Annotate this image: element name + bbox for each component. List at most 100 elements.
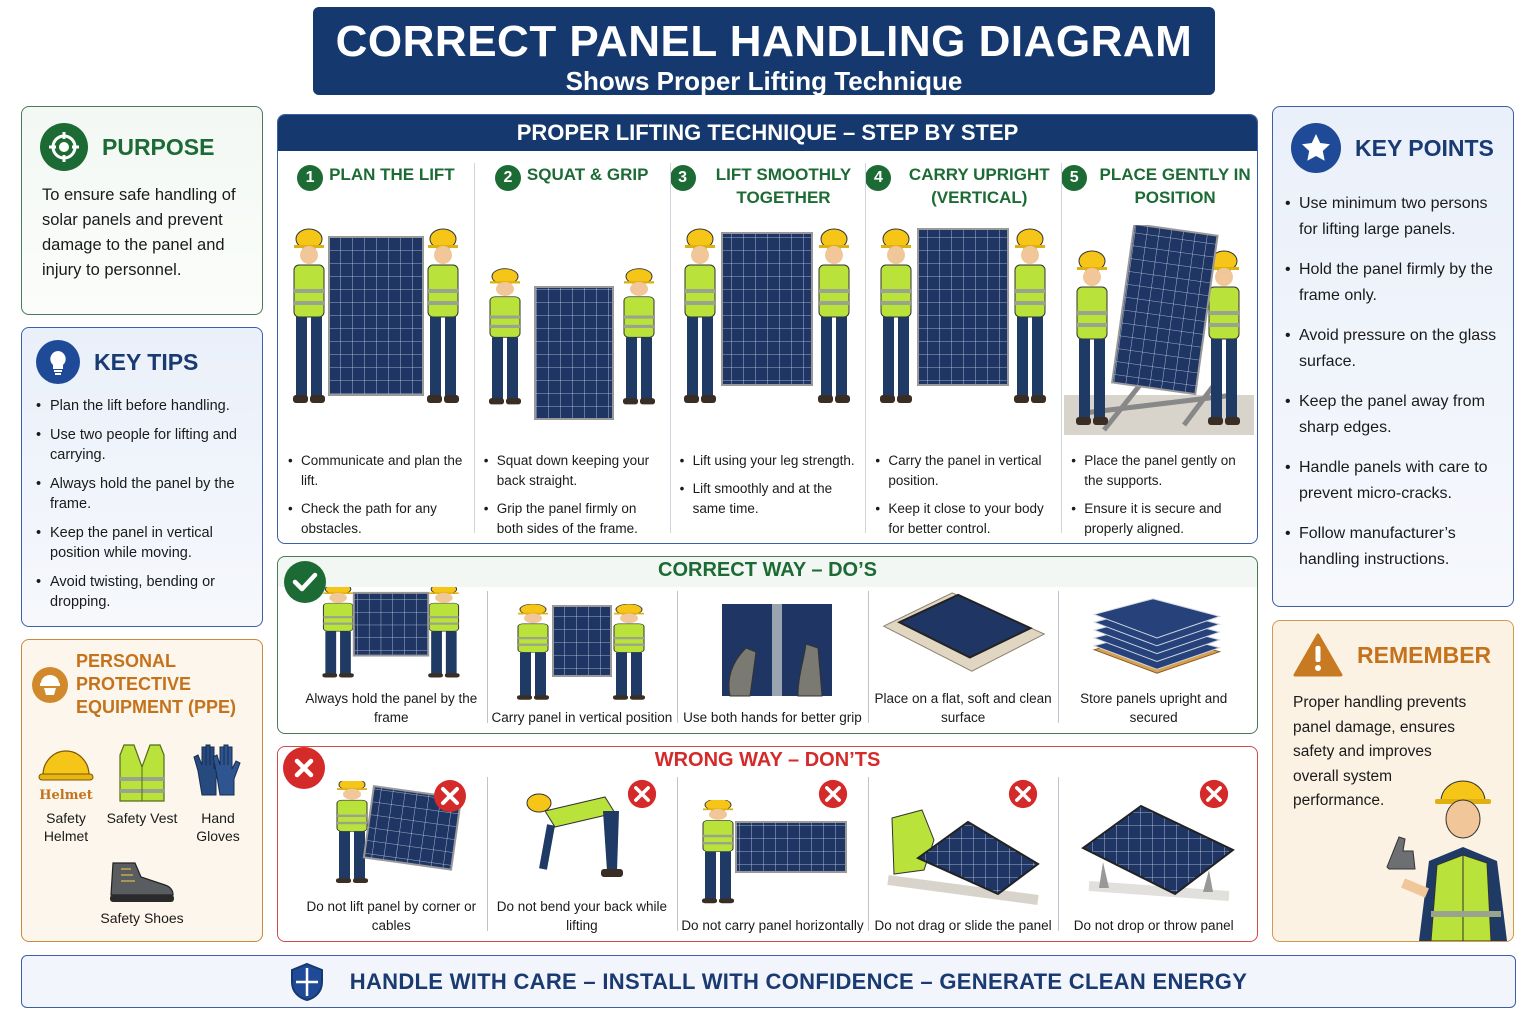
ppe-card: PERSONAL PROTECTIVE EQUIPMENT (PPE) Helm… (21, 639, 263, 942)
carry-vertical-illustration (516, 604, 646, 701)
step-title: LIFT SMOOTHLY TOGETHER (715, 165, 852, 207)
do-caption: Place on a flat, soft and clean surface (874, 691, 1052, 725)
warning-icon (1293, 633, 1343, 677)
ppe-label: Safety Vest (106, 810, 178, 826)
list-item: Grip the panel firmly on both sides of t… (484, 499, 662, 539)
key-points-card: KEY POINTS Use minimum two persons for l… (1272, 106, 1514, 607)
lightbulb-icon (36, 340, 80, 384)
donts-title: WRONG WAY – DON’TS (654, 749, 881, 771)
footer-banner: HANDLE WITH CARE – INSTALL WITH CONFIDEN… (21, 955, 1516, 1008)
ppe-item-vest: Safety Vest (106, 741, 178, 845)
flat-surface-illustration (882, 592, 1046, 672)
list-item: Check the path for any obstacles. (288, 499, 466, 539)
x-icon (433, 780, 466, 812)
key-tips-card: KEY TIPS Plan the lift before handling. … (21, 327, 263, 627)
x-icon (628, 779, 657, 809)
do-tile: Place on a flat, soft and clean surface (867, 587, 1059, 727)
ppe-item-shoes: Safety Shoes (97, 859, 187, 927)
list-item: Carry the panel in vertical position. (875, 451, 1053, 491)
shoe-icon (110, 862, 174, 902)
svg-text:Helmet: Helmet (39, 788, 93, 803)
list-item: Always hold the panel by the frame. (36, 474, 254, 514)
list-item: Avoid pressure on the glass surface. (1285, 323, 1505, 375)
list-item: Lift smoothly and at the same time. (680, 479, 858, 519)
purpose-title: PURPOSE (102, 133, 215, 160)
carry-upright-illustration (865, 219, 1061, 435)
stacked-panels-illustration (1092, 598, 1221, 674)
list-item: Use two people for lifting and carrying. (36, 425, 254, 465)
list-item: Handle panels with care to prevent micro… (1285, 455, 1505, 507)
step-by-step-panel: PROPER LIFTING TECHNIQUE – STEP BY STEP … (277, 114, 1258, 544)
ppe-item-gloves: Hand Gloves (182, 741, 254, 845)
do-tile: Use both hands for better grip (677, 587, 868, 727)
do-tile: Carry panel in vertical position (486, 587, 678, 727)
do-caption: Carry panel in vertical position (491, 710, 673, 725)
key-tips-list: Plan the lift before handling. Use two p… (36, 396, 254, 612)
purpose-text: To ensure safe handling of solar panels … (42, 186, 236, 279)
dont-caption: Do not drop or throw panel (1073, 918, 1234, 933)
checkmark-icon (284, 561, 326, 603)
page-title: CORRECT PANEL HANDLING DIAGRAM (335, 17, 1193, 66)
step-number: 5 (1061, 165, 1088, 191)
x-icon (1199, 779, 1229, 809)
do-tile: Always hold the panel by the frame (296, 587, 487, 727)
list-item: Keep the panel in vertical position whil… (36, 523, 254, 563)
step-title: SQUAT & GRIP (526, 165, 649, 184)
shield-icon (290, 962, 323, 1001)
footer-slogan: HANDLE WITH CARE – INSTALL WITH CONFIDEN… (349, 968, 1248, 994)
dont-tile: Do not bend your back while lifting (486, 773, 678, 935)
do-tile: Store panels upright and secured (1058, 587, 1249, 727)
step-number: 4 (865, 165, 892, 191)
x-icon (818, 779, 847, 809)
key-points-title: KEY POINTS (1355, 134, 1494, 161)
dont-caption: Do not bend your back while lifting (496, 899, 668, 933)
both-hands-illustration (722, 604, 833, 697)
list-item: Communicate and plan the lift. (288, 451, 466, 491)
list-item: Keep the panel away from sharp edges. (1285, 389, 1505, 441)
remember-title: REMEMBER (1357, 641, 1492, 668)
do-caption: Use both hands for better grip (683, 710, 862, 725)
list-item: Lift using your leg strength. (680, 451, 858, 471)
dont-tile: Do not drop or throw panel (1058, 773, 1249, 935)
dos-panel: CORRECT WAY – DO’S Always hold the panel… (277, 556, 1258, 734)
corner-lift-illustration (335, 781, 463, 884)
worker-helmet-icon (32, 666, 68, 703)
star-icon (1291, 123, 1341, 173)
step-1: 1 PLAN THE LIFT Communicate and plan the … (278, 151, 474, 543)
bent-back-illustration (526, 793, 623, 877)
list-item: Squat down keeping your back straight. (484, 451, 662, 491)
list-item: Avoid twisting, bending or dropping. (36, 572, 254, 612)
remember-text: Proper handling prevents panel damage, e… (1293, 694, 1467, 809)
list-item: Hold the panel firmly by the frame only. (1285, 257, 1505, 309)
step-number: 1 (297, 165, 324, 191)
list-item: Keep it close to your body for better co… (875, 499, 1053, 539)
step-number: 3 (669, 165, 696, 191)
dont-tile: Do not carry panel horizontally (677, 773, 868, 935)
key-tips-title: KEY TIPS (94, 348, 199, 375)
dont-caption: Do not carry panel horizontally (681, 918, 864, 933)
ppe-label: Hand Gloves (196, 810, 240, 844)
horizontal-carry-illustration (701, 800, 848, 904)
drop-panel-illustration (1080, 804, 1235, 901)
list-item: Use minimum two persons for lifting larg… (1285, 191, 1505, 243)
key-points-list: Use minimum two persons for lifting larg… (1285, 191, 1505, 573)
lift-together-illustration (670, 219, 866, 435)
dont-caption: Do not lift panel by corner or cables (306, 899, 477, 933)
drag-slide-illustration (887, 809, 1040, 905)
dont-tile: Do not lift panel by corner or cables (296, 773, 487, 935)
hold-frame-illustration (322, 587, 461, 679)
helmet-icon: Helmet (38, 750, 94, 803)
step-3: 3 LIFT SMOOTHLY TOGETHER Lift using your … (669, 151, 866, 543)
ppe-title: PERSONAL PROTECTIVE EQUIPMENT (PPE) (76, 651, 237, 717)
page-subtitle: Shows Proper Lifting Technique (565, 66, 963, 96)
remember-card: REMEMBER Proper handling prevents panel … (1272, 620, 1514, 942)
steps-title: PROPER LIFTING TECHNIQUE – STEP BY STEP (278, 115, 1257, 151)
dont-tile: Do not drag or slide the panel (867, 773, 1059, 935)
dos-title: CORRECT WAY – DO’S (658, 559, 877, 581)
do-caption: Store panels upright and secured (1080, 691, 1228, 725)
dont-caption: Do not drag or slide the panel (874, 918, 1052, 933)
step-title: PLAN THE LIFT (329, 165, 455, 184)
